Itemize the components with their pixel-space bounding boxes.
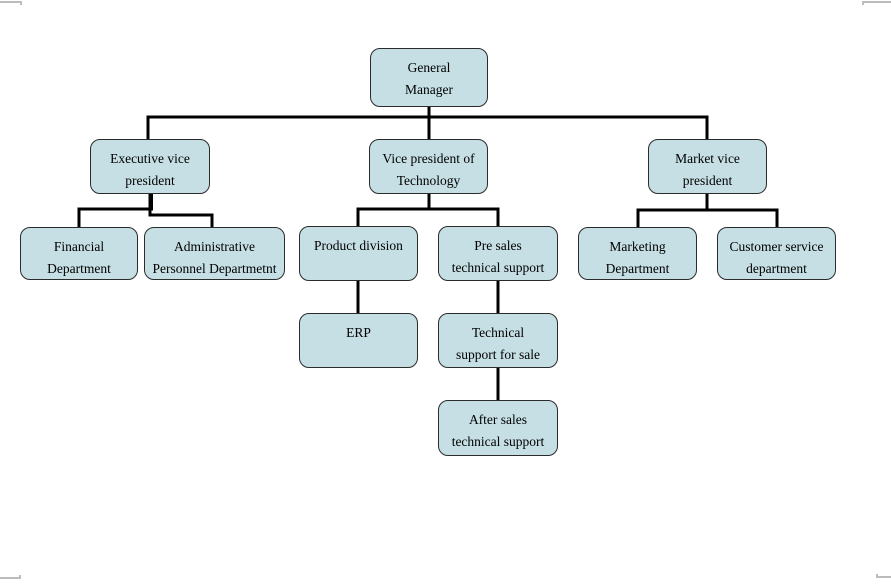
node-label: Marketing (609, 239, 666, 254)
org-node-technical-support-for-sale[interactable]: Technical support for sale (438, 313, 558, 368)
node-label: Customer service (729, 239, 824, 254)
page-corner-mark-bottom-left (0, 575, 21, 579)
node-label: After sales (468, 412, 528, 427)
node-label: General (407, 60, 451, 75)
node-label: Technology (396, 173, 461, 188)
node-label: Pre sales (474, 238, 522, 253)
node-label: Product division (314, 238, 403, 253)
org-node-erp[interactable]: ERP (299, 313, 418, 368)
node-label: department (746, 261, 807, 276)
node-label: president (125, 173, 175, 188)
org-node-executive-vice-president[interactable]: Executive vice president (90, 139, 210, 194)
node-label: Vice president of (382, 151, 475, 166)
org-node-marketing-department[interactable]: Marketing Department (578, 227, 697, 280)
org-node-customer-service-department[interactable]: Customer service department (717, 227, 836, 280)
node-label: Market vice (675, 151, 740, 166)
connector-marketvp-to-children (636, 208, 779, 228)
node-label: technical support (451, 260, 545, 275)
org-node-product-division[interactable]: Product division (299, 226, 418, 281)
node-label: Technical (471, 325, 525, 340)
node-label: technical support (451, 434, 545, 449)
org-node-after-sales-technical-support[interactable]: After sales technical support (438, 400, 558, 456)
page-corner-mark-bottom-right (876, 574, 891, 578)
node-label: Manager (405, 82, 453, 97)
node-label: support for sale (456, 347, 540, 362)
org-node-administrative-personnel-department[interactable]: Administrative Personnel Departmetnt (144, 227, 285, 280)
org-node-market-vice-president[interactable]: Market vice president (648, 139, 767, 194)
node-label: Administrative (174, 239, 255, 254)
node-label: president (682, 173, 733, 188)
org-node-financial-department[interactable]: Financial Department (20, 227, 138, 280)
page-corner-mark-top-left (0, 1, 22, 5)
org-node-general-manager[interactable]: General Manager (370, 48, 488, 107)
node-label: ERP (346, 325, 371, 340)
node-label: Executive vice (110, 151, 190, 166)
node-label: Department (605, 261, 670, 276)
node-label: Financial (53, 239, 105, 254)
node-label: Department (47, 261, 111, 276)
connector-execvp-to-admin (148, 194, 214, 228)
connector-vptech-to-children (356, 207, 500, 227)
org-node-pre-sales-technical-support[interactable]: Pre sales technical support (438, 226, 558, 281)
node-label: Personnel Departmetnt (152, 261, 277, 276)
connector-execvp-to-financial (77, 194, 153, 228)
page-corner-mark-top-right (862, 1, 891, 5)
org-node-vice-president-of-technology[interactable]: Vice president of Technology (369, 139, 488, 194)
